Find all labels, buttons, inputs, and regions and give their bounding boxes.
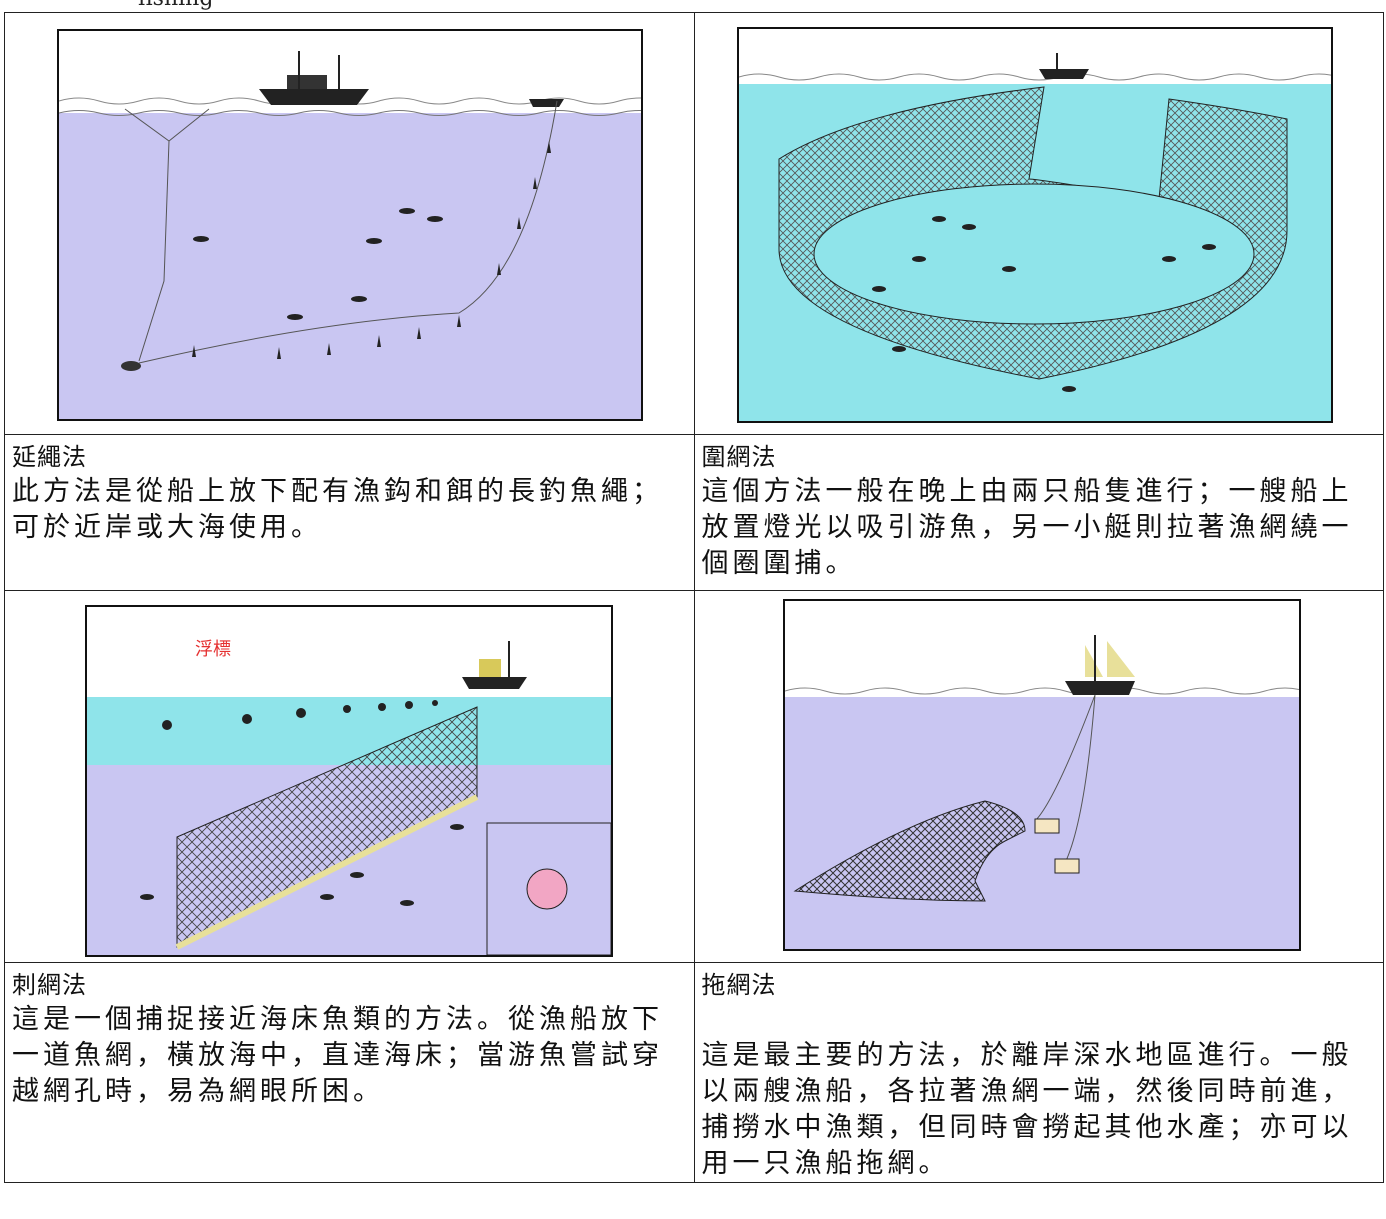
method-description: 此方法是從船上放下配有漁鈎和餌的長釣魚繩；可於近岸或大海使用。	[12, 476, 663, 543]
method-title: 延繩法	[12, 443, 87, 471]
cell-gillnet-image: 浮標	[4, 590, 695, 963]
header-text: fishing	[138, 0, 213, 11]
trawl-illustration	[782, 599, 1301, 951]
method-title: 拖網法	[701, 971, 777, 999]
method-title: 刺網法	[12, 971, 87, 999]
cell-longline-text: 延繩法 此方法是從船上放下配有漁鈎和餌的長釣魚繩；可於近岸或大海使用。	[4, 434, 695, 591]
method-description: 這是一個捕捉接近海床魚類的方法。從漁船放下一道魚網，橫放海中，直達海床；當游魚嘗…	[12, 1004, 663, 1107]
cell-trawl-image	[693, 590, 1384, 963]
cut-off-header: fishing	[0, 0, 1386, 12]
purse-seine-illustration	[736, 27, 1333, 423]
cell-gillnet-text: 刺網法 這是一個捕捉接近海床魚類的方法。從漁船放下一道魚網，橫放海中，直達海床；…	[4, 962, 695, 1183]
longline-fishing-illustration	[57, 29, 643, 421]
fishing-boat-icon	[259, 51, 369, 105]
cell-purse-seine-text: 圍網法 這個方法一般在晚上由兩只船隻進行；一艘船上放置燈光以吸引游魚，另一小艇則…	[693, 434, 1384, 591]
float-label: 浮標	[195, 639, 231, 660]
method-title: 圍網法	[701, 443, 777, 471]
cell-trawl-text: 拖網法 這是最主要的方法，於離岸深水地區進行。一般以兩艘漁船，各拉著漁網一端，然…	[693, 962, 1384, 1183]
cell-longline-image	[4, 12, 695, 435]
cell-purse-seine-image	[693, 12, 1384, 435]
method-description: 這個方法一般在晚上由兩只船隻進行；一艘船上放置燈光以吸引游魚，另一小艇則拉著漁網…	[701, 476, 1353, 579]
gillnet-illustration: 浮標	[85, 605, 613, 957]
method-description: 這是最主要的方法，於離岸深水地區進行。一般以兩艘漁船，各拉著漁網一端，然後同時前…	[701, 1040, 1353, 1179]
fishing-methods-table: 延繩法 此方法是從船上放下配有漁鈎和餌的長釣魚繩；可於近岸或大海使用。 圍網法 …	[4, 12, 1384, 1183]
